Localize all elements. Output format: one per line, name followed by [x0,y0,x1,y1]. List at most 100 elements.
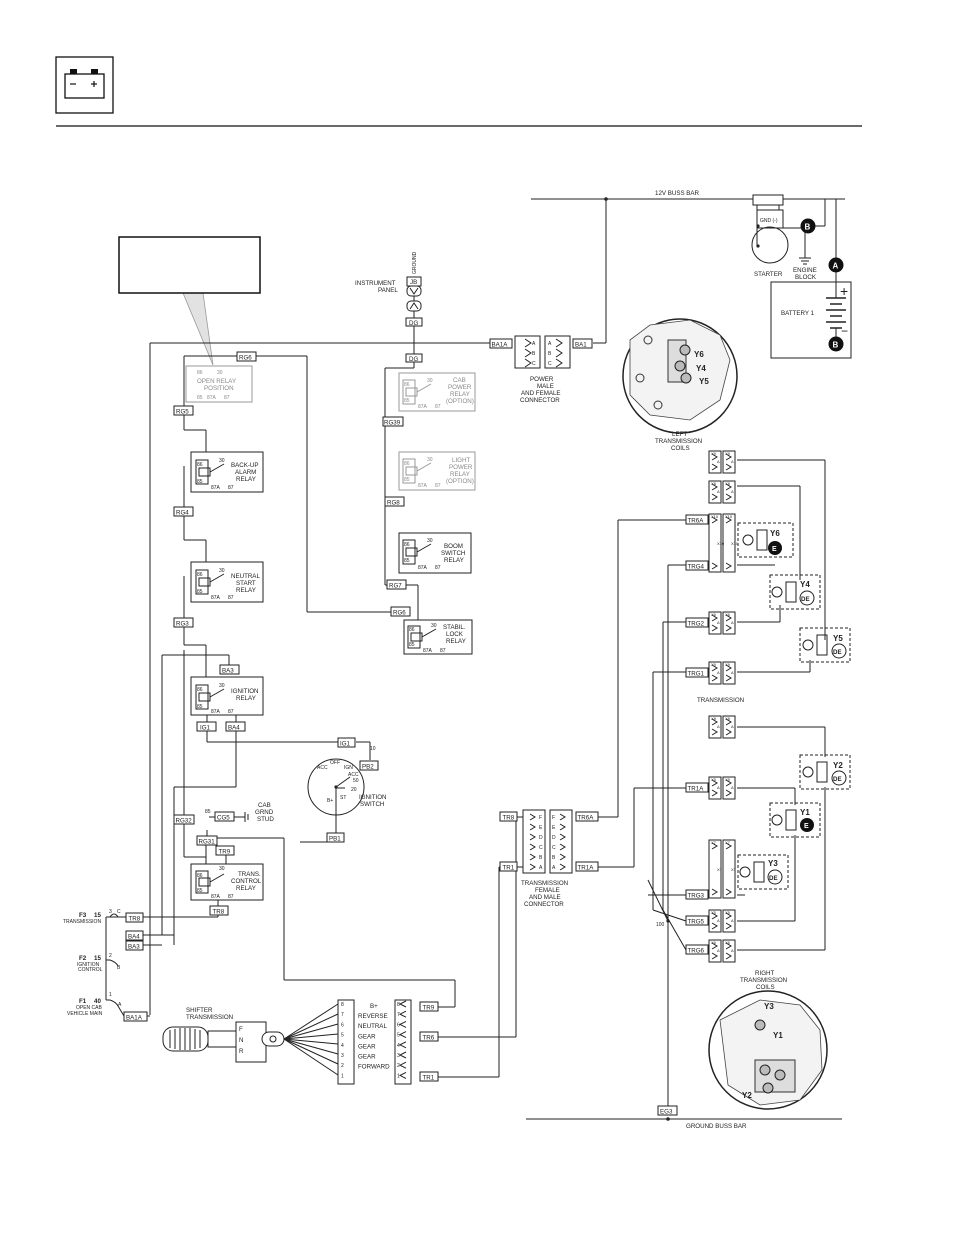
svg-text:87: 87 [435,404,441,410]
svg-text:BA4: BA4 [128,934,140,941]
fuse-f2: F2 15 IGNITION CONTROL 2 B [77,953,121,973]
svg-text:30: 30 [431,623,437,629]
svg-text:RELAY: RELAY [450,471,470,478]
svg-text:A: A [731,785,734,790]
shifter-output-label: GEAR [358,1054,376,1061]
svg-text:X5: X5 [725,910,731,915]
svg-text:AND MALE: AND MALE [529,894,561,901]
svg-text:3: 3 [109,909,112,915]
svg-text:X9: X9 [711,662,717,667]
svg-text:B: B [805,223,811,232]
svg-text:IGN: IGN [344,765,353,771]
svg-text:DE: DE [833,649,842,656]
svg-text:TRG1: TRG1 [688,671,705,678]
solenoid-y1: Y1 E [769,802,821,838]
svg-text:87: 87 [435,483,441,489]
trans-pin-chevron [529,853,536,861]
svg-text:RG39: RG39 [384,420,401,427]
svg-text:87: 87 [440,648,446,654]
svg-text:X9: X9 [711,451,717,456]
svg-text:85: 85 [197,888,203,894]
shifter-pin-chevron [398,1010,407,1018]
terminal-b-top [800,218,816,234]
trans-control-relay: 86 30 85 87A 87 TRANS. CONTROL RELAY [190,863,264,901]
svg-text:TRANSMISSION: TRANSMISSION [521,880,568,887]
svg-text:PB2: PB2 [362,764,374,771]
svg-text:LOCK: LOCK [446,631,464,638]
svg-text:A: A [731,489,734,494]
svg-text:RELAY: RELAY [236,587,256,594]
svg-text:BA1A: BA1A [126,1015,143,1022]
svg-text:1: 1 [109,992,112,998]
shifter-pin-number: 7 [397,1012,400,1018]
power-connector: ABC ABC POWER MALE AND FEMALE CONNECTOR [514,335,571,404]
solenoid-y3: Y3 DE [737,854,789,890]
svg-text:TR8: TR8 [503,815,515,822]
svg-text:F: F [239,1026,243,1033]
shifter-pin-chevron [398,1031,407,1039]
svg-text:87: 87 [228,595,234,601]
svg-text:86: 86 [197,873,203,879]
svg-text:X9: X9 [725,662,731,667]
svg-text:TRG3: TRG3 [688,893,705,900]
svg-text:BA4: BA4 [228,725,240,732]
trans-pin-chevron [559,833,566,841]
svg-text:30: 30 [217,370,223,376]
svg-text:X8: X8 [711,481,717,486]
trans-pin-chevron [529,813,536,821]
svg-text:LIGHT: LIGHT [452,457,470,464]
svg-text:RELAY: RELAY [444,557,464,564]
svg-text:2: 2 [109,953,112,959]
trans-pin-chevron [559,863,566,871]
svg-text:N: N [239,1037,243,1044]
svg-text:A: A [717,918,720,923]
header-battery-icon [55,56,114,114]
shifter-pin-chevron [398,1051,407,1059]
svg-text:TRANSMISSION: TRANSMISSION [697,697,744,704]
svg-text:Y2: Y2 [833,761,843,770]
svg-text:B: B [532,351,536,357]
trans-pin-letter: E [552,825,556,831]
shifter-output-label: B+ [370,1003,378,1010]
svg-text:A: A [833,262,839,271]
svg-text:AND FEMALE: AND FEMALE [521,390,561,397]
svg-text:X8: X8 [725,481,731,486]
svg-text:MALE: MALE [537,383,554,390]
svg-text:LEFT: LEFT [672,431,687,438]
svg-text:A: A [717,785,720,790]
neutral-start-relay: 86 30 85 87A 87 NEUTRAL START RELAY [190,561,264,603]
svg-text:CONNECTOR: CONNECTOR [520,397,560,404]
svg-text:GROUND: GROUND [412,251,418,274]
svg-text:X6: X6 [725,612,731,617]
svg-text:RG31: RG31 [199,839,216,846]
svg-text:87A: 87A [211,485,221,491]
svg-text:87: 87 [224,395,230,401]
svg-text:SHIFTER: SHIFTER [186,1007,213,1014]
svg-text:20: 20 [351,787,357,793]
svg-text:OPEN CAB: OPEN CAB [76,1005,103,1011]
shifter-pin-number: 8 [341,1002,344,1008]
svg-text:RG32: RG32 [176,818,193,825]
shifter-pin-number: 4 [397,1043,400,1049]
svg-text:85: 85 [404,558,410,564]
trans-pin-chevron [529,823,536,831]
svg-text:30: 30 [427,538,433,544]
svg-text:TR6A: TR6A [578,815,595,822]
svg-text:COILS: COILS [756,984,775,991]
svg-text:RG7: RG7 [389,583,402,590]
shifter-pin-number: 1 [397,1073,400,1079]
svg-text:+: + [840,283,848,299]
svg-text:X7: X7 [731,867,737,872]
svg-text:CONNECTOR: CONNECTOR [524,901,564,908]
svg-text:A: A [532,341,536,347]
svg-text:CONTROL: CONTROL [78,967,103,973]
svg-text:30: 30 [427,457,433,463]
svg-text:A: A [731,948,734,953]
svg-text:Y2: Y2 [742,1091,752,1100]
